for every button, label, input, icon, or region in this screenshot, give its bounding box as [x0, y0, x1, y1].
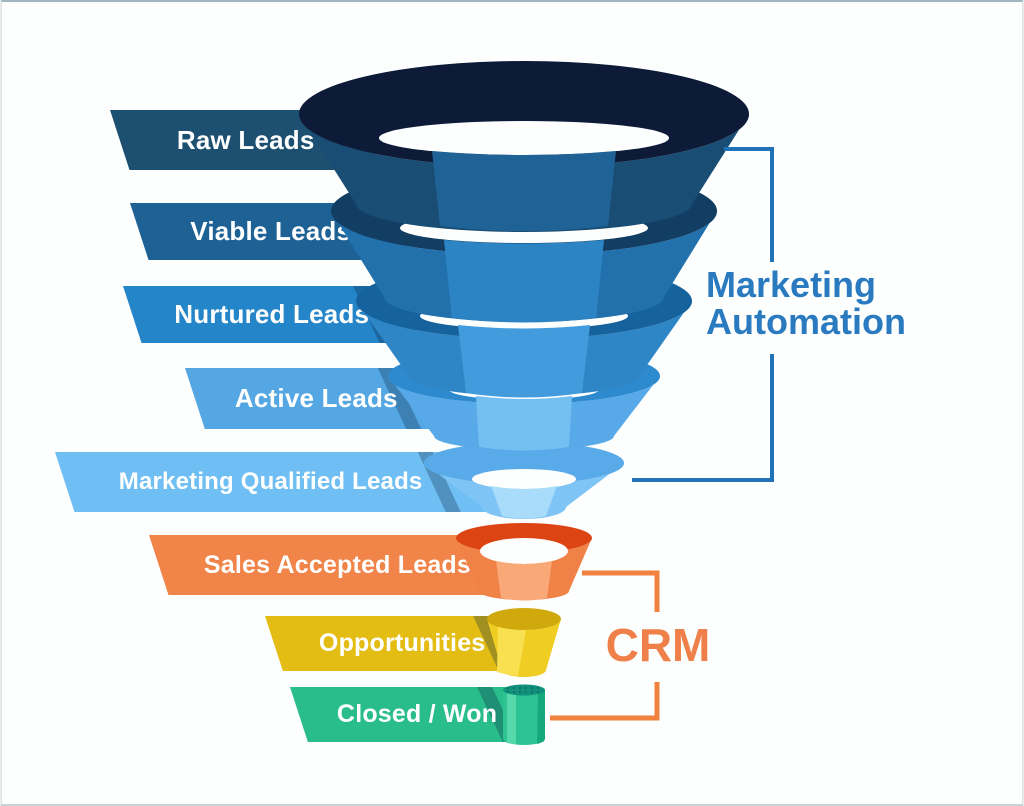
banner-marketing-qualified-leads: Marketing Qualified Leads: [55, 452, 487, 512]
banner-shadow: [417, 452, 461, 512]
bracket-bottom-segment: [632, 354, 774, 482]
cup-front: [432, 151, 616, 231]
cup-mouth: [420, 303, 628, 329]
banner-closed-won: Closed / Won: [290, 687, 544, 742]
funnel-mouth-opening: [379, 121, 669, 155]
cup-mouth: [448, 378, 600, 400]
marketing-automation-label: Marketing Automation: [706, 264, 906, 342]
banner-raw-leads: Raw Leads: [110, 110, 382, 170]
bracket-top-segment: [582, 570, 660, 612]
banner-opportunities: Opportunities: [265, 616, 540, 671]
stage-label-nurtured-leads: Nurtured Leads: [174, 299, 370, 329]
crm-label: CRM: [605, 619, 711, 671]
stage-label-sales-accepted-leads: Sales Accepted Leads: [204, 550, 472, 579]
stage-label-raw-leads: Raw Leads: [176, 124, 315, 155]
banner-viable-leads: Viable Leads: [130, 203, 411, 260]
bracket-bottom-segment: [550, 682, 660, 721]
cup-front: [491, 486, 557, 519]
banner-sales-accepted-leads: Sales Accepted Leads: [149, 535, 527, 595]
cup-front: [444, 240, 604, 323]
bracket-top-segment: [724, 147, 774, 262]
stage-label-active-leads: Active Leads: [234, 383, 398, 413]
banner-nurtured-leads: Nurtured Leads: [123, 286, 421, 343]
banner-active-leads: Active Leads: [185, 368, 447, 429]
cup-mouth: [472, 469, 576, 489]
cup-front: [458, 325, 590, 398]
cup-mouth: [400, 213, 648, 243]
stage-label-marketing-qualified-leads: Marketing Qualified Leads: [118, 468, 423, 495]
stage-label-viable-leads: Viable Leads: [189, 216, 351, 246]
banner-shadow: [312, 110, 356, 170]
cup-front: [476, 396, 572, 451]
stage-label-opportunities: Opportunities: [319, 629, 486, 657]
stage-label-closed-won: Closed / Won: [336, 700, 498, 728]
